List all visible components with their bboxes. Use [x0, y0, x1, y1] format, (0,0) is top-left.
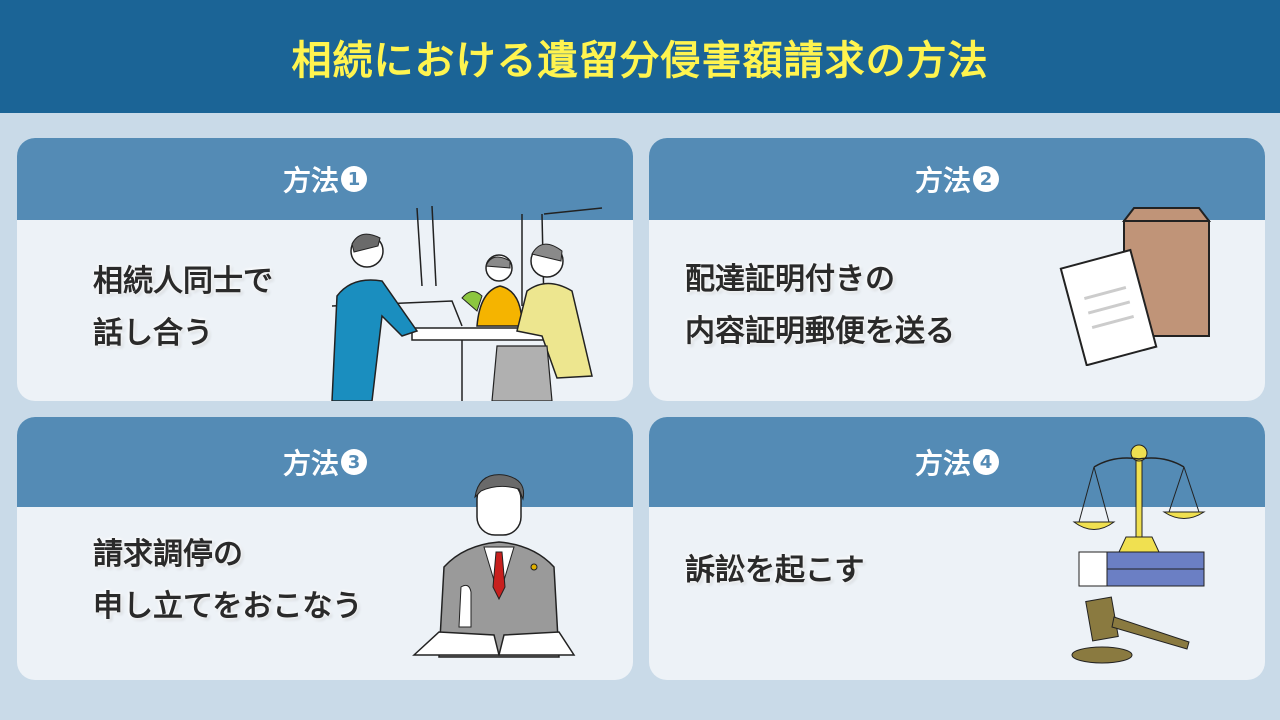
description-line: 請求調停の [93, 537, 243, 572]
description-line: 訴訟を起こす [685, 553, 865, 588]
method-label: 方法 [914, 164, 971, 197]
description-line: 配達証明付きの [685, 262, 895, 297]
number-badge: 2 [973, 166, 999, 192]
page-title: 相続における遺留分侵害額請求の方法 [291, 37, 989, 84]
method-label: 方法 [914, 447, 971, 480]
envelope-letter-illustration [1059, 207, 1212, 366]
description-line: 内容証明郵便を送る [685, 314, 955, 349]
number-badge: 3 [341, 449, 367, 475]
number-badge: 1 [341, 166, 367, 192]
lawyer-illustration [412, 474, 576, 658]
method-label: 方法 [282, 447, 339, 480]
method-description: 相続人同士で 話し合う [93, 256, 273, 360]
scales-gavel-illustration [1071, 444, 1206, 664]
method-description: 訴訟を起こす [685, 545, 864, 597]
description-line: 申し立てをおこなう [93, 589, 363, 624]
family-meeting-illustration [331, 206, 603, 401]
method-description: 請求調停の 申し立てをおこなう [93, 529, 362, 633]
number-badge: 4 [973, 449, 999, 475]
method-label: 方法 [282, 164, 339, 197]
description-line: 話し合う [93, 316, 213, 351]
title-banner: 相続における遺留分侵害額請求の方法 [0, 0, 1280, 113]
description-line: 相続人同士で [93, 264, 273, 299]
method-description: 配達証明付きの 内容証明郵便を送る [685, 254, 955, 358]
